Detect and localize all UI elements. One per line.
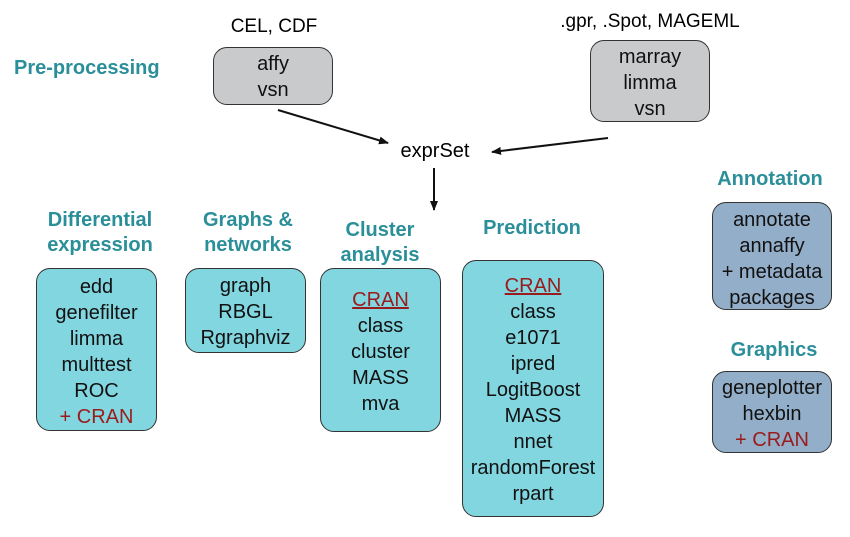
graphics-box: geneplotter hexbin + CRAN bbox=[712, 371, 832, 453]
package-item: RBGL bbox=[218, 301, 273, 323]
package-item: edd bbox=[79, 276, 114, 298]
package-item: LogitBoost bbox=[485, 379, 581, 401]
package-item: annotate bbox=[733, 209, 811, 231]
package-item: randomForest bbox=[470, 457, 596, 479]
right-input-label: .gpr, .Spot, MAGEML bbox=[560, 11, 740, 32]
package-item: hexbin bbox=[742, 403, 802, 425]
box-item: marray bbox=[618, 46, 682, 68]
package-item: MASS bbox=[504, 405, 562, 427]
package-item: mva bbox=[361, 393, 400, 415]
marray-limma-vsn-box: marray limma vsn bbox=[590, 40, 710, 122]
left-input-label: CEL, CDF bbox=[230, 16, 318, 37]
package-item: + metadata bbox=[721, 261, 823, 283]
prediction-box: CRAN class e1071 ipred LogitBoost MASS n… bbox=[462, 260, 604, 517]
differential-box: edd genefilter limma multtest ROC + CRAN bbox=[36, 268, 157, 431]
arrow-left-to-exprset bbox=[277, 109, 389, 145]
package-item: multtest bbox=[61, 354, 132, 376]
package-item: nnet bbox=[513, 431, 553, 453]
exprset-label: exprSet bbox=[400, 140, 470, 162]
cluster-box: CRAN class cluster MASS mva bbox=[320, 268, 441, 432]
package-item: genefilter bbox=[55, 302, 138, 324]
package-item: ipred bbox=[510, 353, 556, 375]
preprocessing-heading: Pre-processing bbox=[14, 57, 160, 79]
annotation-box: annotate annaffy + metadata packages bbox=[712, 202, 832, 310]
cluster-heading: Cluster analysis bbox=[340, 219, 420, 266]
package-item: limma bbox=[69, 328, 124, 350]
cran-link[interactable]: CRAN bbox=[504, 275, 562, 297]
annotation-heading: Annotation bbox=[717, 168, 823, 190]
graphs-heading: Graphs & networks bbox=[202, 209, 294, 256]
box-item: vsn bbox=[634, 98, 666, 120]
package-item: graph bbox=[219, 275, 272, 297]
cran-link[interactable]: CRAN bbox=[352, 289, 409, 311]
cran-note: + CRAN bbox=[59, 406, 134, 428]
differential-heading: Differential expression bbox=[47, 209, 153, 256]
package-item: annaffy bbox=[739, 235, 805, 257]
package-item: e1071 bbox=[505, 327, 561, 349]
box-item: affy bbox=[257, 53, 289, 75]
package-item: class bbox=[510, 301, 556, 323]
prediction-heading: Prediction bbox=[483, 217, 581, 239]
box-item: vsn bbox=[257, 79, 289, 101]
cran-note: + CRAN bbox=[735, 429, 809, 451]
package-item: ROC bbox=[74, 380, 119, 402]
package-item: cluster bbox=[351, 341, 410, 363]
package-item: packages bbox=[729, 287, 815, 309]
package-item: MASS bbox=[352, 367, 409, 389]
package-item: Rgraphviz bbox=[200, 327, 291, 349]
graphics-heading: Graphics bbox=[730, 339, 818, 361]
package-item: rpart bbox=[512, 483, 554, 505]
affy-vsn-box: affy vsn bbox=[213, 47, 333, 105]
arrow-right-to-exprset bbox=[491, 137, 609, 155]
graphs-box: graph RBGL Rgraphviz bbox=[185, 268, 306, 353]
package-item: class bbox=[357, 315, 404, 337]
box-item: limma bbox=[623, 72, 677, 94]
package-item: geneplotter bbox=[721, 377, 823, 399]
